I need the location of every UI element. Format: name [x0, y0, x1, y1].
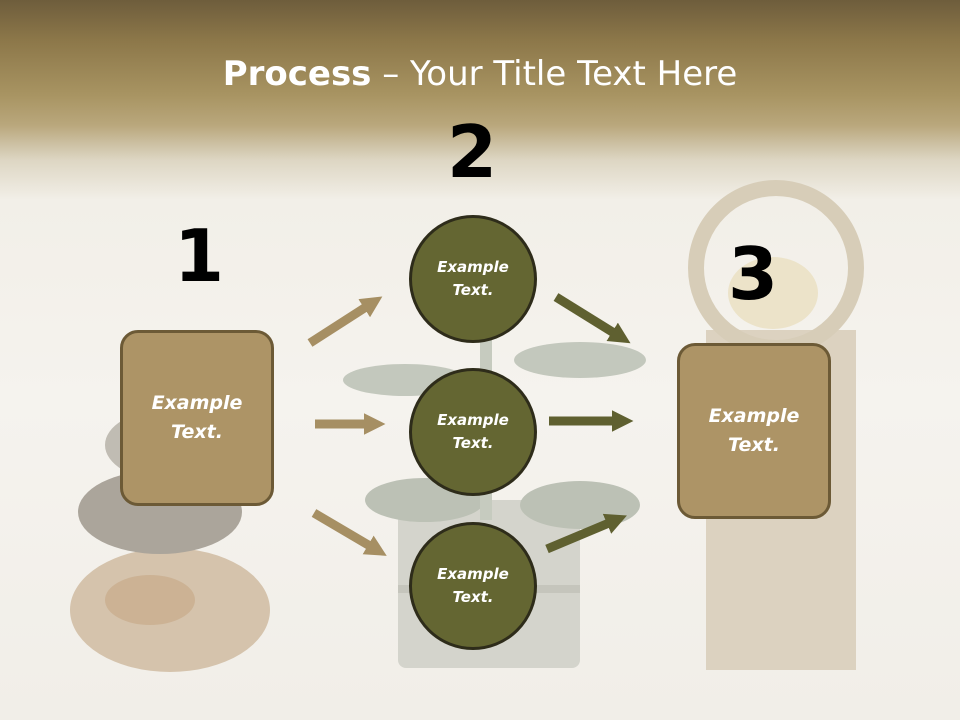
step-number-2: 2	[446, 110, 498, 194]
title-rest: – Your Title Text Here	[371, 54, 738, 94]
slide-title: Process – Your Title Text Here	[0, 52, 960, 96]
step-2-circle-bottom[interactable]: Example Text.	[409, 522, 537, 650]
step-2-circle-middle[interactable]: Example Text.	[409, 368, 537, 496]
step-number-1: 1	[173, 214, 225, 298]
step-3-box[interactable]: Example Text.	[677, 343, 831, 519]
step-1-box[interactable]: Example Text.	[120, 330, 274, 506]
step-1-line1: Example	[151, 392, 243, 414]
step-3-line2: Text.	[728, 434, 780, 456]
step-3-line1: Example	[708, 405, 800, 427]
title-bold: Process	[222, 54, 372, 94]
arrow-2-down	[553, 293, 631, 344]
step-1-line2: Text.	[171, 421, 223, 443]
circle-top-line1: Example	[437, 258, 509, 276]
step-2-circle-top[interactable]: Example Text.	[409, 215, 537, 343]
step-number-3: 3	[727, 232, 779, 316]
circle-bottom-line1: Example	[437, 565, 509, 583]
arrow-2-up	[545, 513, 627, 554]
circle-top-line2: Text.	[452, 281, 494, 299]
circle-middle-line1: Example	[437, 411, 509, 429]
circle-bottom-line2: Text.	[452, 588, 494, 606]
circle-middle-line2: Text.	[452, 434, 494, 452]
arrow-1-up	[307, 296, 383, 347]
arrow-1-down	[311, 509, 387, 556]
